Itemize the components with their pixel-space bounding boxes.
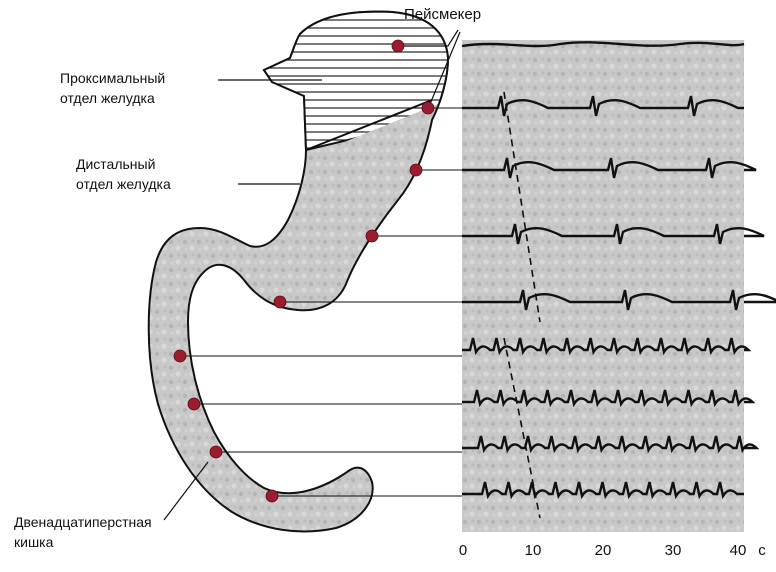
trace-row-2 [462,95,744,117]
proximal-label-line-1: Проксимальный [60,70,166,86]
electrode-4 [365,229,379,243]
trace-row-7 [462,389,756,408]
time-tick-0: 0 [458,542,468,559]
trace-row-5 [462,289,776,311]
duodenum-propagation-line [503,337,541,519]
time-unit: с [758,542,766,559]
electrode-7 [187,397,201,411]
trace-row-3 [462,157,757,179]
trace-row-6 [462,337,752,356]
distal-label-line-1: Дистальный [76,156,156,172]
time-tick-20: 20 [594,542,612,559]
trace-row-8 [462,435,760,454]
time-tick-10: 10 [524,542,542,559]
stomach-propagation-line [503,91,541,323]
time-tick-30: 30 [664,542,682,559]
electrodes [173,39,435,503]
trace-row-1 [461,41,745,48]
proximal-label-line-2: отдел желудка [60,90,155,106]
distal-label-line-2: отдел желудка [76,176,171,192]
electrode-2 [421,101,435,115]
proximal-distal-border [305,99,433,151]
recording-traces [461,41,776,500]
duodenum-pointer-line [163,461,209,521]
pacemaker-pointer-line-2 [429,31,461,105]
electrode-6 [173,349,187,363]
electrode-5 [273,295,287,309]
electrode-8 [209,445,223,459]
duodenum-label-line-2: кишка [14,534,54,550]
time-tick-40: 40 [729,542,747,559]
trace-row-9 [462,481,744,500]
pacemaker-pointer-line [398,29,459,47]
duodenum-label-line-1: Двенадцатиперстная [14,514,152,530]
electrode-connectors [180,107,462,497]
pacemaker-label: Пейсмекер [404,6,482,23]
electrode-1 [391,39,405,53]
trace-row-4 [462,223,765,245]
electrode-3 [409,163,423,177]
electrode-9 [265,489,279,503]
